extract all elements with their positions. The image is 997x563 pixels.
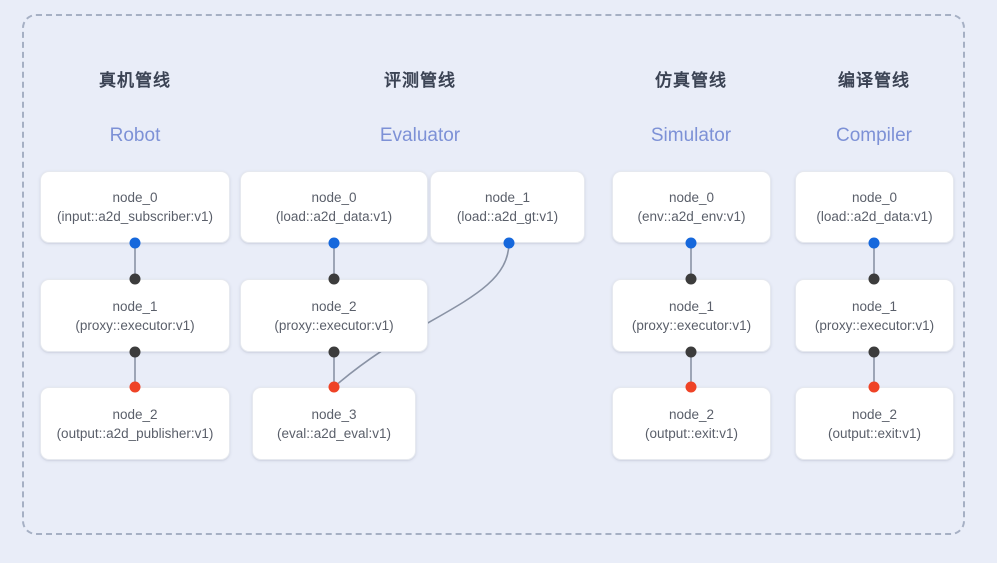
node-spec: (proxy::executor:v1) [814, 317, 935, 333]
column-title-evaluator: 评测管线 [384, 71, 456, 90]
port-output-evaluator-1[interactable] [503, 237, 515, 249]
node-spec: (output::a2d_publisher:v1) [56, 425, 214, 441]
node-robot-1[interactable]: node_1 (proxy::executor:v1) [40, 279, 230, 352]
column-title-robot: 真机管线 [99, 71, 171, 90]
port-input-evaluator-3[interactable] [328, 381, 340, 393]
node-name: node_1 [112, 298, 158, 314]
node-compiler-1[interactable]: node_1 (proxy::executor:v1) [795, 279, 954, 352]
node-evaluator-3[interactable]: node_3 (eval::a2d_eval:v1) [252, 387, 416, 460]
node-spec: (load::a2d_data:v1) [816, 209, 933, 224]
port-output-compiler-1[interactable] [868, 346, 880, 358]
column-title-simulator: 仿真管线 [655, 71, 727, 90]
node-evaluator-0[interactable]: node_0 (load::a2d_data:v1) [240, 171, 428, 243]
node-name: node_2 [112, 406, 158, 422]
node-compiler-0[interactable]: node_0 (load::a2d_data:v1) [795, 171, 954, 243]
node-spec: (load::a2d_gt:v1) [456, 209, 559, 224]
node-name: node_2 [851, 406, 898, 422]
port-input-compiler-2[interactable] [868, 381, 880, 393]
column-subtitle-robot: Robot [109, 125, 161, 146]
node-name: node_0 [112, 190, 158, 205]
node-simulator-0[interactable]: node_0 (env::a2d_env:v1) [612, 171, 771, 243]
node-spec: (eval::a2d_eval:v1) [276, 425, 392, 441]
node-robot-0[interactable]: node_0 (input::a2d_subscriber:v1) [40, 171, 230, 243]
node-spec: (load::a2d_data:v1) [275, 209, 393, 224]
column-subtitle-simulator: Simulator [650, 125, 732, 146]
port-output-robot-0[interactable] [129, 237, 141, 249]
node-name: node_2 [668, 406, 715, 422]
node-simulator-2[interactable]: node_2 (output::exit:v1) [612, 387, 771, 460]
node-name: node_0 [851, 190, 898, 205]
port-output-evaluator-0[interactable] [328, 237, 340, 249]
port-output-simulator-0[interactable] [685, 237, 697, 249]
port-input-robot-1[interactable] [129, 273, 141, 285]
port-output-evaluator-2[interactable] [328, 346, 340, 358]
port-output-simulator-1[interactable] [685, 346, 697, 358]
node-spec: (env::a2d_env:v1) [637, 209, 746, 224]
node-compiler-2[interactable]: node_2 (output::exit:v1) [795, 387, 954, 460]
port-input-simulator-2[interactable] [685, 381, 697, 393]
port-output-robot-1[interactable] [129, 346, 141, 358]
node-spec: (output::exit:v1) [827, 425, 922, 441]
node-spec: (proxy::executor:v1) [75, 317, 195, 333]
node-spec: (proxy::executor:v1) [631, 317, 752, 333]
column-subtitle-evaluator: Evaluator [379, 125, 461, 146]
port-input-simulator-1[interactable] [685, 273, 697, 285]
node-evaluator-1[interactable]: node_1 (load::a2d_gt:v1) [430, 171, 585, 243]
node-name: node_1 [851, 298, 898, 314]
port-output-compiler-0[interactable] [868, 237, 880, 249]
port-input-compiler-1[interactable] [868, 273, 880, 285]
port-input-robot-2[interactable] [129, 381, 141, 393]
node-name: node_0 [311, 190, 357, 205]
node-robot-2[interactable]: node_2 (output::a2d_publisher:v1) [40, 387, 230, 460]
node-spec: (proxy::executor:v1) [274, 317, 394, 333]
node-name: node_1 [668, 298, 715, 314]
port-input-evaluator-2[interactable] [328, 273, 340, 285]
column-subtitle-compiler: Compiler [835, 125, 913, 146]
node-name: node_2 [311, 298, 357, 314]
node-name: node_3 [311, 406, 357, 422]
node-simulator-1[interactable]: node_1 (proxy::executor:v1) [612, 279, 771, 352]
node-evaluator-2[interactable]: node_2 (proxy::executor:v1) [240, 279, 428, 352]
diagram-dashed-frame [22, 14, 965, 535]
node-spec: (input::a2d_subscriber:v1) [56, 209, 214, 224]
node-name: node_0 [668, 190, 715, 205]
column-title-compiler: 编译管线 [838, 71, 910, 90]
node-name: node_1 [484, 190, 531, 205]
node-spec: (output::exit:v1) [644, 425, 739, 441]
